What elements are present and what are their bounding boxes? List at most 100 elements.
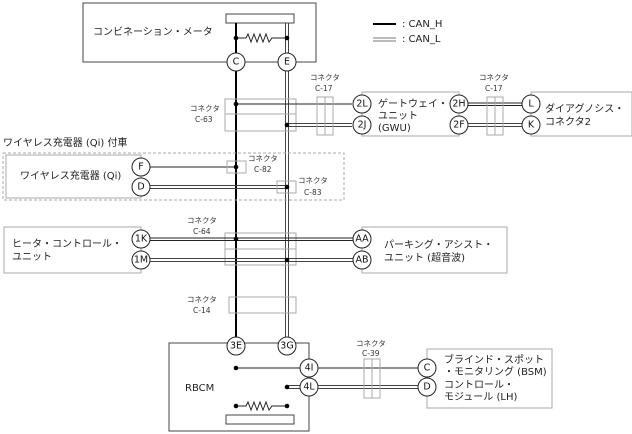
connector-c14	[228, 296, 297, 314]
connector-c64-title: コネクタ	[187, 216, 217, 225]
pin-bsm-d-label: D	[423, 382, 430, 393]
pin-gwu-2h-label: 2H	[452, 99, 465, 110]
bsm-control-module-box	[426, 348, 553, 409]
pin-meter-can-h-label: C	[233, 57, 240, 68]
parking-assist-unit-label-1: パーキング・アシスト・	[384, 238, 493, 251]
connector-c39-title: コネクタ	[356, 339, 386, 348]
pin-rbcm-3g	[277, 336, 297, 356]
bsm-label-3: コントロール・	[444, 380, 514, 391]
connector-c39-id: C-39	[362, 349, 380, 358]
pin-rbcm-3g-label: 3G	[280, 341, 293, 352]
pin-gwu-2h	[449, 94, 469, 114]
rbcm-label: RBCM	[185, 383, 214, 394]
connector-c14-title: コネクタ	[187, 295, 217, 304]
gateway-unit-label-1: ゲートウェイ・	[378, 98, 448, 110]
pin-heater-1m	[131, 250, 151, 270]
pin-qi-d-label: D	[137, 182, 144, 193]
junction-dot	[233, 365, 239, 371]
junction-dot	[233, 236, 239, 242]
pin-meter-can-l	[277, 52, 297, 72]
combination-meter-label: コンビネーション・メータ	[93, 26, 213, 38]
connector-c63-id: C-63	[195, 115, 213, 124]
bsm-label-4: モジュール (LH)	[444, 392, 517, 403]
connector-c82-title: コネクタ	[248, 154, 278, 163]
pin-heater-1m-label: 1M	[134, 255, 148, 266]
heater-control-unit-label-1: ヒータ・コントロール・	[12, 238, 122, 250]
pin-parking-ab-label: AB	[355, 255, 368, 266]
connector-c17a-title: コネクタ	[310, 73, 340, 82]
junction-dot	[284, 35, 290, 41]
pin-rbcm-3e	[226, 336, 246, 356]
gateway-unit-label-3: (GWU)	[378, 123, 411, 134]
pin-rbcm-4l	[299, 377, 319, 397]
pin-dlc-k-label: K	[528, 120, 535, 131]
pin-gwu-2l	[352, 94, 372, 114]
diagnosis-connector-label-1: ダイアグノシス・	[545, 102, 624, 115]
pin-gwu-2j-label: 2J	[358, 120, 367, 131]
pin-bsm-c	[417, 358, 437, 378]
pin-rbcm-4i-label: 4I	[305, 363, 314, 374]
diagnosis-connector-label-2: コネクタ2	[545, 116, 591, 128]
connector-c83	[276, 180, 297, 194]
junction-dot	[284, 257, 290, 263]
wireless-charger-box	[5, 154, 142, 199]
pin-qi-d	[131, 177, 151, 197]
legend-can-l-label: : CAN_L	[402, 34, 441, 45]
gateway-unit-box	[361, 91, 460, 137]
junction-dot	[233, 403, 239, 409]
pin-gwu-2l-label: 2L	[356, 99, 368, 110]
connector-c63	[224, 98, 297, 132]
rbcm-terminator-bar	[225, 414, 295, 425]
pin-bsm-d	[417, 377, 437, 397]
pin-meter-can-h	[226, 52, 246, 72]
pin-dlc-l	[521, 94, 541, 114]
pin-gwu-2f-label: 2F	[453, 120, 465, 131]
wireless-charger-group-box	[2, 152, 345, 201]
junction-dot	[284, 184, 290, 190]
rbcm-resistor-icon	[236, 400, 287, 412]
pin-parking-ab	[352, 250, 372, 270]
connector-c82-id: C-82	[254, 165, 272, 174]
parking-assist-unit-box	[361, 226, 508, 274]
heater-control-unit-box	[3, 226, 142, 274]
parking-assist-unit-label-2: ユニット (超音波)	[384, 251, 465, 264]
connector-c83-id: C-83	[304, 188, 322, 197]
pin-rbcm-3e-label: 3E	[230, 341, 242, 352]
combination-meter-box	[82, 2, 317, 63]
connector-c83-title: コネクタ	[298, 176, 328, 185]
connector-c14-id: C-14	[193, 306, 211, 315]
pin-meter-can-l-label: E	[284, 57, 290, 68]
meter-terminator-bar	[225, 13, 295, 24]
heater-control-unit-label-2: ユニット	[12, 252, 52, 263]
pin-heater-1k-label: 1K	[135, 234, 148, 245]
pin-bsm-c-label: C	[424, 363, 431, 374]
wireless-charger-group-label: ワイヤレス充電器 (Qi) 付車	[3, 136, 128, 149]
pin-parking-aa-label: AA	[355, 234, 369, 245]
junction-dot	[284, 122, 290, 128]
wireless-charger-label: ワイヤレス充電器 (Qi)	[20, 169, 121, 182]
connector-c17b-id: C-17	[485, 84, 503, 93]
pin-rbcm-4l-label: 4L	[303, 382, 315, 393]
pin-parking-aa	[352, 229, 372, 249]
meter-resistor-icon	[245, 32, 287, 44]
pin-heater-1k	[131, 229, 151, 249]
junction-dot	[284, 403, 290, 409]
connector-c64-id: C-64	[193, 227, 211, 236]
connector-c17b-title: コネクタ	[479, 73, 509, 82]
pin-dlc-l-label: L	[528, 99, 534, 110]
pin-gwu-2f	[449, 115, 469, 135]
pin-qi-f-label: F	[138, 162, 143, 173]
connector-c82	[226, 160, 247, 174]
connector-c17a-id: C-17	[315, 84, 333, 93]
pin-dlc-k	[521, 115, 541, 135]
gateway-unit-label-2: ユニット	[378, 111, 418, 122]
junction-dot	[233, 164, 239, 170]
junction-dot	[233, 101, 239, 107]
bsm-label-2: ・モニタリング (BSM)	[444, 365, 547, 378]
connector-c63-title: コネクタ	[190, 104, 220, 113]
bsm-label-1: ブラインド・スポット	[444, 353, 544, 366]
junction-dot	[233, 35, 239, 41]
legend-can-h-label: : CAN_H	[402, 19, 442, 30]
junction-dot	[284, 384, 290, 390]
diagnosis-connector-box	[530, 91, 632, 137]
